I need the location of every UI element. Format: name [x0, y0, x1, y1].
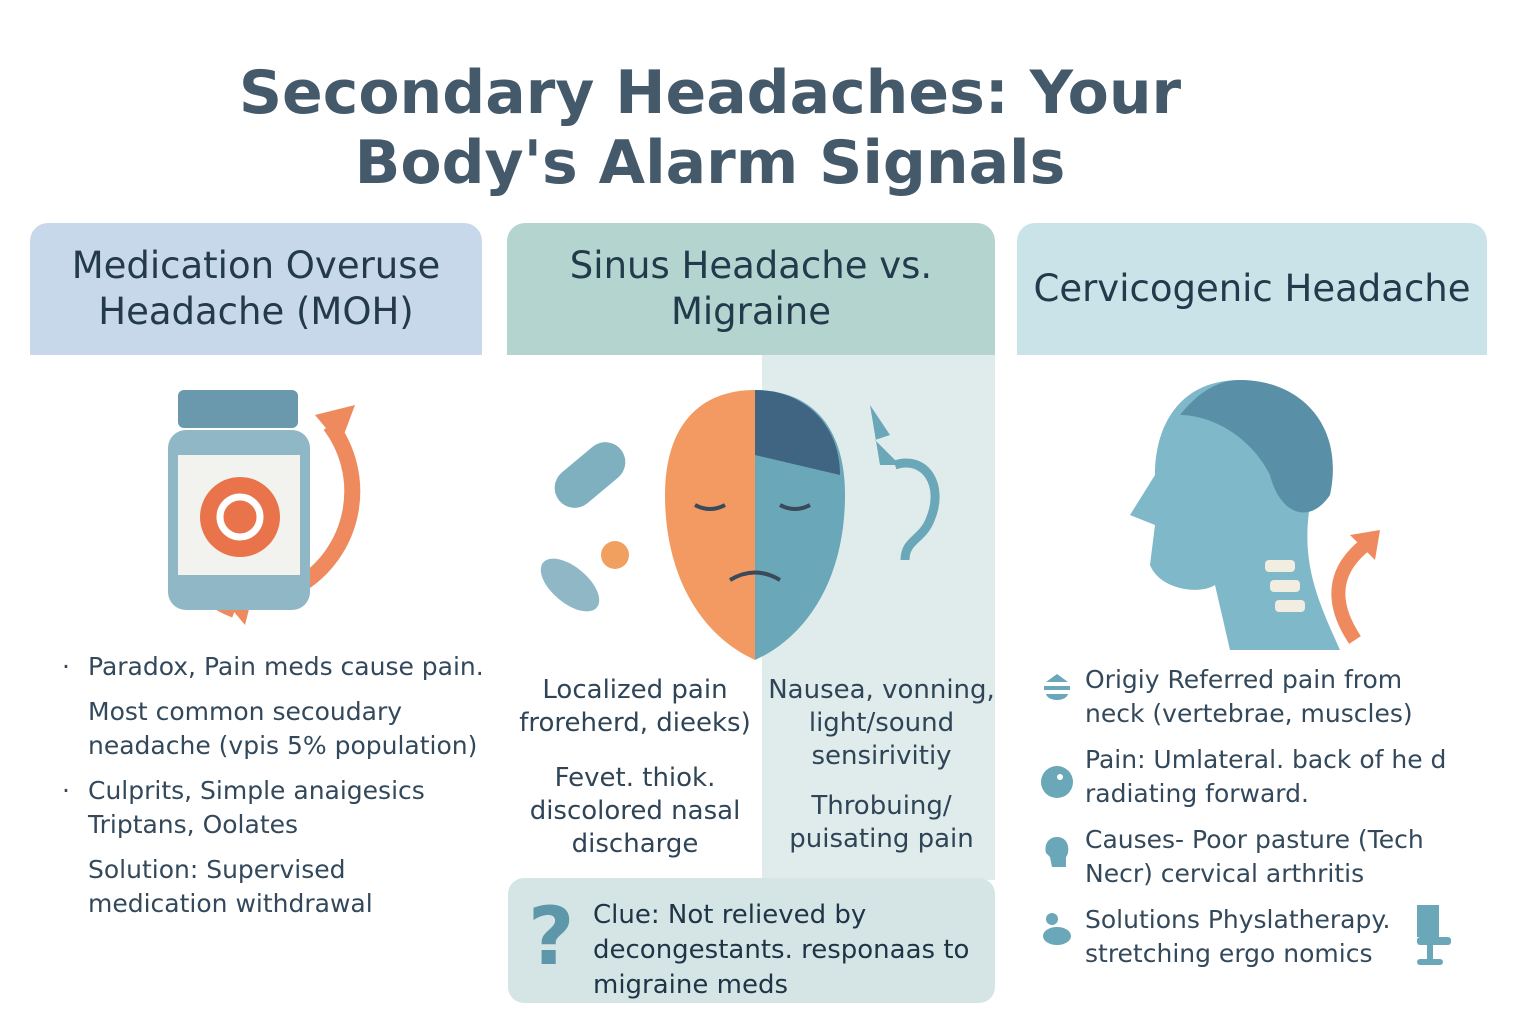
- moh-list: ·Paradox, Pain meds cause pain. Most com…: [62, 650, 488, 932]
- migraine-symptom-2: Throbuing/ puisating pain: [789, 791, 974, 854]
- sinus-symptom-1: Localized pain froreherd, dieeks): [519, 675, 751, 738]
- question-mark-icon: ?: [528, 890, 575, 983]
- clue-text: Clue: Not relieved by decongestants. res…: [593, 900, 970, 1000]
- person-stretching-icon: [1043, 913, 1071, 945]
- ergonomic-chair-icon: [1417, 905, 1451, 965]
- clue-box: ? Clue: Not relieved by decongestants. r…: [508, 878, 995, 1003]
- pill-bottle-cycle-icon: [168, 390, 361, 625]
- cervicogenic-header: Cervicogenic Headache: [1017, 223, 1487, 355]
- cervicogenic-pain: Pain: Umlateral. back of he d radiating …: [1085, 745, 1447, 808]
- list-item: Solution: Supervised medication withdraw…: [88, 855, 373, 918]
- list-item: ·Paradox, Pain meds cause pain.: [62, 652, 484, 681]
- head-silhouette-icon: [1045, 837, 1069, 867]
- spine-icon: [1044, 674, 1070, 700]
- list-item: Most common secoudary neadache (vpis 5% …: [88, 697, 478, 760]
- sinus-header: Sinus Headache vs. Migraine: [507, 223, 995, 355]
- cervicogenic-causes: Causes- Poor pasture (Tech Necr) cervica…: [1085, 825, 1424, 888]
- cervicogenic-origin: Origiy Referred pain from neck (vertebra…: [1085, 665, 1413, 728]
- migraine-symptom-1: Nausea, vonning, light/sound sensiriviti…: [768, 675, 995, 771]
- half-face-sinus-migraine-icon: [540, 390, 940, 660]
- page-title: Secondary Headaches: Your Body's Alarm S…: [238, 58, 1182, 198]
- cervicogenic-solutions: Solutions Physlatherapy. stretching ergo…: [1085, 905, 1391, 968]
- list-item: ·Culprits, Simple anaigesics Triptans, O…: [62, 776, 425, 839]
- head-neck-profile-icon: [1130, 380, 1380, 650]
- head-spot-icon: [1041, 766, 1073, 798]
- moh-header: Medication Overuse Headache (MOH): [30, 223, 482, 355]
- sinus-symptom-2: Fevet. thiok. discolored nasal discharge: [529, 763, 741, 859]
